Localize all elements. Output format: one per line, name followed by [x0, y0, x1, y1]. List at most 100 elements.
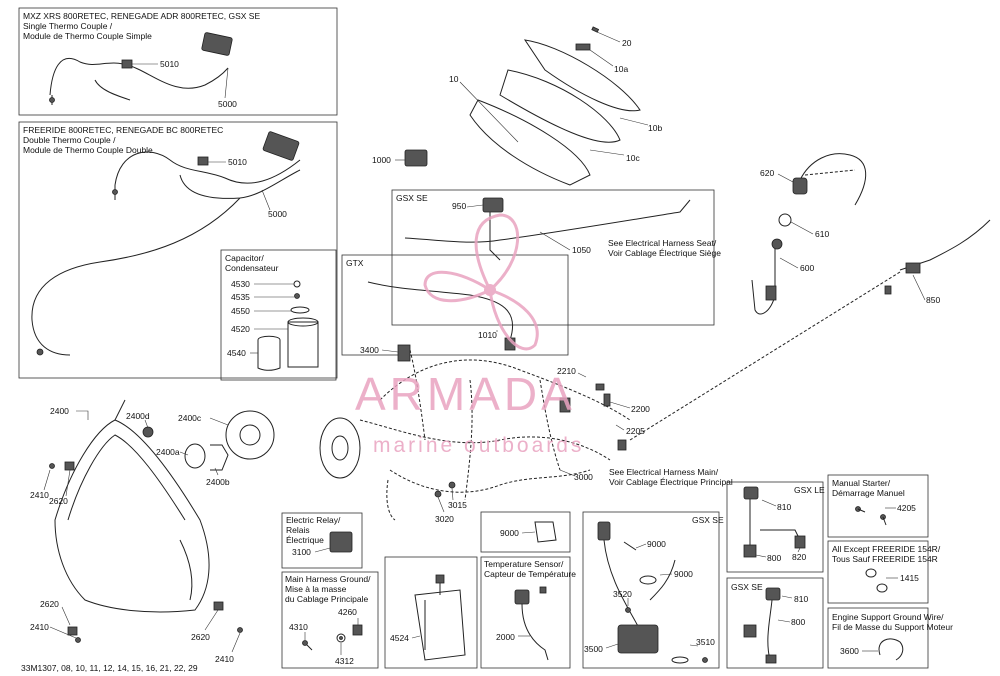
relay-title-1: Electric Relay/ [286, 515, 341, 525]
engground-title-1: Engine Support Ground Wire/ [832, 612, 944, 622]
main-harness [359, 344, 631, 521]
switch-1000 [404, 149, 428, 167]
box-gsx-se-top [391, 189, 715, 326]
starter-title-2: Démarrage Manuel [832, 488, 905, 498]
box-main-harness-ground [281, 571, 379, 669]
seat-note-2: Voir Cablage Électrique Siège [608, 248, 721, 258]
label-3015: 3015 [448, 500, 467, 510]
label-5010-b: 5010 [228, 157, 247, 167]
gtx-title: GTX [346, 258, 364, 268]
label-1010: 1010 [478, 330, 497, 340]
single-title-1: MXZ XRS 800RETEC, RENEGADE ADR 800RETEC,… [23, 11, 260, 21]
single-thermo-module [49, 32, 233, 105]
box-gsx-le [726, 481, 824, 573]
box-all-except-freeride [827, 540, 929, 604]
label-800-b: 800 [791, 617, 805, 627]
double-title-2: Double Thermo Couple / [23, 135, 116, 145]
label-10: 10 [449, 74, 459, 84]
label-2620-b: 2620 [40, 599, 59, 609]
box-4524 [384, 556, 478, 669]
label-3600: 3600 [840, 646, 859, 656]
gsx-se-right-title: GSX SE [731, 582, 763, 592]
label-2400d: 2400d [126, 411, 150, 421]
label-4524: 4524 [390, 633, 409, 643]
grommet-9000-a [534, 521, 557, 543]
label-800-a: 800 [767, 553, 781, 563]
label-3400: 3400 [360, 345, 379, 355]
label-4205: 4205 [897, 503, 916, 513]
label-4310: 4310 [289, 622, 308, 632]
label-3020: 3020 [435, 514, 454, 524]
label-2400a: 2400a [156, 447, 180, 457]
box-temperature-sensor [480, 556, 571, 669]
label-2620-a: 2620 [49, 496, 68, 506]
capacitor-title-2: Condensateur [225, 263, 279, 273]
label-600: 600 [800, 263, 814, 273]
engground-title-2: Fil de Masse du Support Moteur [832, 622, 953, 632]
label-20: 20 [622, 38, 632, 48]
temp-title-2: Capteur de Température [484, 569, 576, 579]
except-title-1: All Except FREERIDE 154R/ [832, 544, 941, 554]
box-9000 [480, 511, 571, 553]
single-title-3: Module de Thermo Couple Simple [23, 31, 152, 41]
label-820: 820 [792, 552, 806, 562]
label-950: 950 [452, 201, 466, 211]
starter-title-1: Manual Starter/ [832, 478, 891, 488]
gsx-se-mid-harness [597, 521, 708, 664]
gsx-se-right-harness [743, 587, 781, 664]
label-810-a: 810 [777, 502, 791, 512]
box-electric-relay [281, 512, 363, 569]
capacitor [257, 280, 319, 371]
label-610: 610 [815, 229, 829, 239]
label-4540: 4540 [227, 348, 246, 358]
relay-title-3: Électrique [286, 535, 324, 545]
label-1000: 1000 [372, 155, 391, 165]
seat-harness [404, 197, 691, 261]
watermark-tagline: marine outboards [373, 434, 584, 457]
label-4260: 4260 [338, 607, 357, 617]
relay-3100 [329, 531, 353, 553]
label-2400b: 2400b [206, 477, 230, 487]
label-3510: 3510 [696, 637, 715, 647]
label-2210: 2210 [557, 366, 576, 376]
label-1050: 1050 [572, 245, 591, 255]
armada-logo-watermark: ARMADA marine outboards [355, 213, 584, 457]
except-title-2: Tous Sauf FREERIDE 154R [832, 554, 938, 564]
label-9000-a: 9000 [500, 528, 519, 538]
gsx-le-harness [743, 486, 806, 558]
label-3520: 3520 [613, 589, 632, 599]
box-capacitor [220, 249, 337, 381]
box-manual-starter [827, 474, 929, 538]
capacitor-title-1: Capacitor/ [225, 253, 264, 263]
starter-screws [855, 506, 887, 526]
label-5000-a: 5000 [218, 99, 237, 109]
seat-note-1: See Electrical Harness Seat/ [608, 238, 717, 248]
ground-title-2: Mise à la masse [285, 584, 347, 594]
label-3500: 3500 [584, 644, 603, 654]
screw-3020 [434, 490, 442, 498]
label-10c: 10c [626, 153, 640, 163]
watermark-brand: ARMADA [355, 368, 576, 420]
double-title-3: Module de Thermo Couple Double [23, 145, 153, 155]
label-4535: 4535 [231, 292, 250, 302]
label-2200: 2200 [631, 404, 650, 414]
headlight-assembly [49, 399, 275, 643]
box-gtx [341, 254, 569, 356]
ground-wire-3600 [878, 638, 904, 661]
label-2410-a: 2410 [30, 490, 49, 500]
temperature-sensor [514, 586, 549, 661]
label-620: 620 [760, 168, 774, 178]
label-2205: 2205 [626, 426, 645, 436]
double-thermo-module [31, 131, 301, 356]
temp-title-1: Temperature Sensor/ [484, 559, 564, 569]
bracket-4524 [414, 574, 466, 661]
label-2620-c: 2620 [191, 632, 210, 642]
magneto [319, 417, 361, 479]
box-engine-support-ground [827, 607, 929, 669]
ground-parts [302, 624, 363, 651]
label-1415: 1415 [900, 573, 919, 583]
label-810-b: 810 [794, 594, 808, 604]
label-850: 850 [926, 295, 940, 305]
label-2410-b: 2410 [30, 622, 49, 632]
